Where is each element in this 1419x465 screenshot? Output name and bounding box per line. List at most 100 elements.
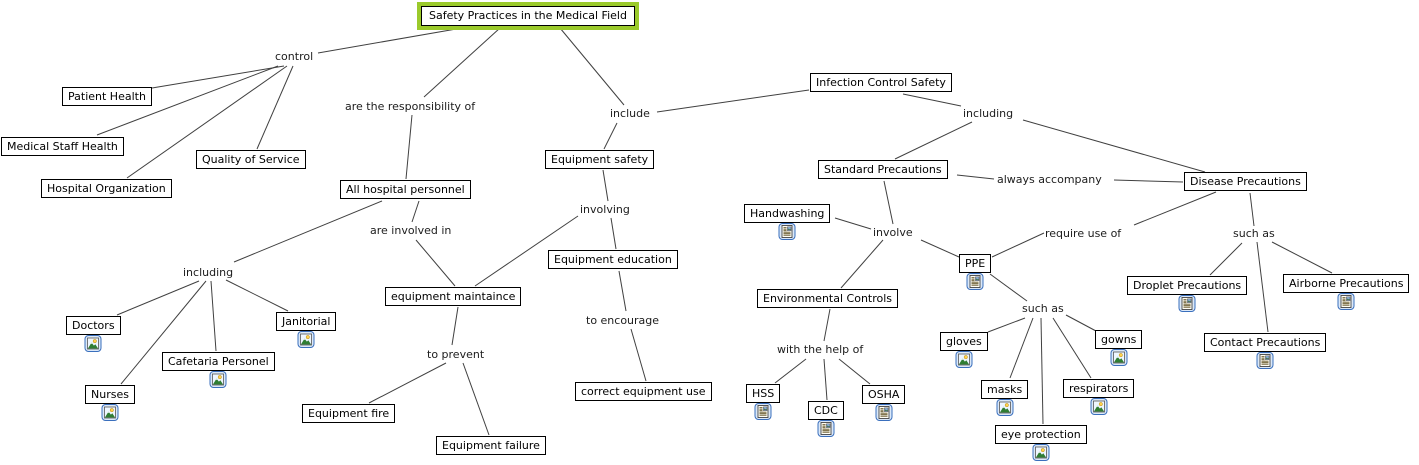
node-cafetaria-personel[interactable]: Cafetaria Personel [162, 352, 275, 371]
node-airborne-precautions[interactable]: Airborne Precautions [1283, 274, 1410, 293]
node-label: Cafetaria Personel [168, 355, 269, 368]
node-label: All hospital personnel [346, 183, 465, 196]
text-document-resource-icon[interactable] [779, 223, 796, 240]
node-label: PPE [965, 257, 986, 270]
node-respirators[interactable]: respirators [1063, 379, 1135, 398]
node-label: gowns [1101, 333, 1137, 346]
link-phrase-include[interactable]: include [610, 107, 650, 120]
picture-resource-icon[interactable] [1090, 398, 1107, 415]
node-label: OSHA [868, 388, 900, 401]
node-infection-control-safety[interactable]: Infection Control Safety [810, 73, 952, 92]
node-label: Handwashing [750, 207, 825, 220]
node-label: eye protection [1001, 428, 1081, 441]
node-hss[interactable]: HSS [746, 384, 781, 403]
picture-resource-icon[interactable] [298, 331, 315, 348]
link-phrase-always-accompany[interactable]: always accompany [997, 173, 1102, 186]
node-label: Medical Staff Health [7, 140, 118, 153]
node-doctors[interactable]: Doctors [66, 316, 121, 335]
picture-resource-icon[interactable] [996, 399, 1013, 416]
node-hospital-organization[interactable]: Hospital Organization [41, 179, 172, 198]
text-document-resource-icon[interactable] [967, 273, 984, 290]
node-label: Environmental Controls [763, 292, 893, 305]
link-phrase-including-right[interactable]: including [963, 107, 1014, 120]
node-medical-staff-health[interactable]: Medical Staff Health [1, 137, 124, 156]
picture-resource-icon[interactable] [1032, 444, 1049, 461]
link-phrase-involving[interactable]: involving [580, 203, 630, 216]
node-standard-precautions[interactable]: Standard Precautions [818, 160, 948, 179]
link-phrase-such-as-ppe[interactable]: such as [1022, 302, 1064, 315]
node-disease-precautions[interactable]: Disease Precautions [1184, 172, 1307, 191]
node-label: correct equipment use [581, 385, 706, 398]
node-label: Doctors [72, 319, 115, 332]
link-phrase-with-the-help-of[interactable]: with the help of [777, 343, 864, 356]
node-equipment-safety[interactable]: Equipment safety [545, 150, 655, 169]
text-document-resource-icon[interactable] [755, 403, 772, 420]
node-janitorial[interactable]: Janitorial [276, 312, 337, 331]
node-label: Quality of Service [202, 153, 300, 166]
link-phrase-involve[interactable]: involve [873, 226, 913, 239]
node-label: Disease Precautions [1190, 175, 1301, 188]
text-document-resource-icon[interactable] [817, 420, 834, 437]
node-label: gloves [946, 335, 982, 348]
link-phrase-control[interactable]: control [275, 50, 314, 63]
node-droplet-precautions[interactable]: Droplet Precautions [1127, 276, 1248, 295]
node-equipment-education[interactable]: Equipment education [548, 250, 678, 269]
link-phrase-including-left[interactable]: including [183, 266, 234, 279]
node-contact-precautions[interactable]: Contact Precautions [1204, 333, 1327, 352]
picture-resource-icon[interactable] [101, 404, 118, 421]
connector-lines [96, 27, 1333, 436]
node-label: Equipment failure [442, 439, 540, 452]
node-label: Equipment education [554, 253, 672, 266]
link-phrase-to-encourage[interactable]: to encourage [586, 314, 660, 327]
link-phrase-are-involved-in[interactable]: are involved in [370, 224, 452, 237]
text-document-resource-icon[interactable] [875, 404, 892, 421]
node-quality-of-service[interactable]: Quality of Service [196, 150, 306, 169]
link-phrase-to-prevent[interactable]: to prevent [427, 348, 485, 361]
node-label: Hospital Organization [47, 182, 166, 195]
node-equipment-fire[interactable]: Equipment fire [302, 404, 396, 423]
link-phrase-such-as-disease[interactable]: such as [1233, 227, 1275, 240]
node-label: Airborne Precautions [1289, 277, 1404, 290]
text-document-resource-icon[interactable] [1257, 352, 1274, 369]
node-handwashing[interactable]: Handwashing [744, 204, 831, 223]
picture-resource-icon[interactable] [85, 335, 102, 352]
link-phrase-require-use-of[interactable]: require use of [1045, 227, 1122, 240]
node-masks[interactable]: masks [981, 380, 1029, 399]
title-label: Safety Practices in the Medical Field [421, 6, 635, 26]
node-label: CDC [814, 404, 838, 417]
picture-resource-icon[interactable] [955, 351, 972, 368]
node-ppe[interactable]: PPE [959, 254, 992, 273]
node-nurses[interactable]: Nurses [85, 385, 135, 404]
node-equipment-maintaince[interactable]: equipment maintaince [385, 287, 522, 306]
node-label: masks [987, 383, 1023, 396]
node-patient-health[interactable]: Patient Health [62, 87, 152, 106]
node-eye-protection[interactable]: eye protection [995, 425, 1087, 444]
picture-resource-icon[interactable] [210, 371, 227, 388]
node-equipment-failure[interactable]: Equipment failure [436, 436, 546, 455]
node-label: Equipment fire [308, 407, 390, 420]
node-cdc[interactable]: CDC [808, 401, 844, 420]
node-label: Nurses [91, 388, 129, 401]
node-label: Droplet Precautions [1133, 279, 1242, 292]
node-label: respirators [1069, 382, 1129, 395]
node-all-hospital-personnel[interactable]: All hospital personnel [340, 180, 471, 199]
node-gloves[interactable]: gloves [940, 332, 988, 351]
node-environmental-controls[interactable]: Environmental Controls [757, 289, 899, 308]
node-label: Equipment safety [551, 153, 649, 166]
node-label: Infection Control Safety [816, 76, 946, 89]
text-document-resource-icon[interactable] [1179, 295, 1196, 312]
node-label: equipment maintaince [391, 290, 516, 303]
node-osha[interactable]: OSHA [862, 385, 906, 404]
node-label: Patient Health [68, 90, 146, 103]
link-phrase-are-the-responsibility-of[interactable]: are the responsibility of [345, 100, 476, 113]
node-label: Contact Precautions [1210, 336, 1321, 349]
node-gowns[interactable]: gowns [1095, 330, 1143, 349]
picture-resource-icon[interactable] [1110, 349, 1127, 366]
node-label: HSS [752, 387, 775, 400]
node-safety-practices-title[interactable]: Safety Practices in the Medical Field [417, 2, 639, 30]
node-correct-equipment-use[interactable]: correct equipment use [575, 382, 712, 401]
node-label: Standard Precautions [824, 163, 942, 176]
text-document-resource-icon[interactable] [1338, 293, 1355, 310]
